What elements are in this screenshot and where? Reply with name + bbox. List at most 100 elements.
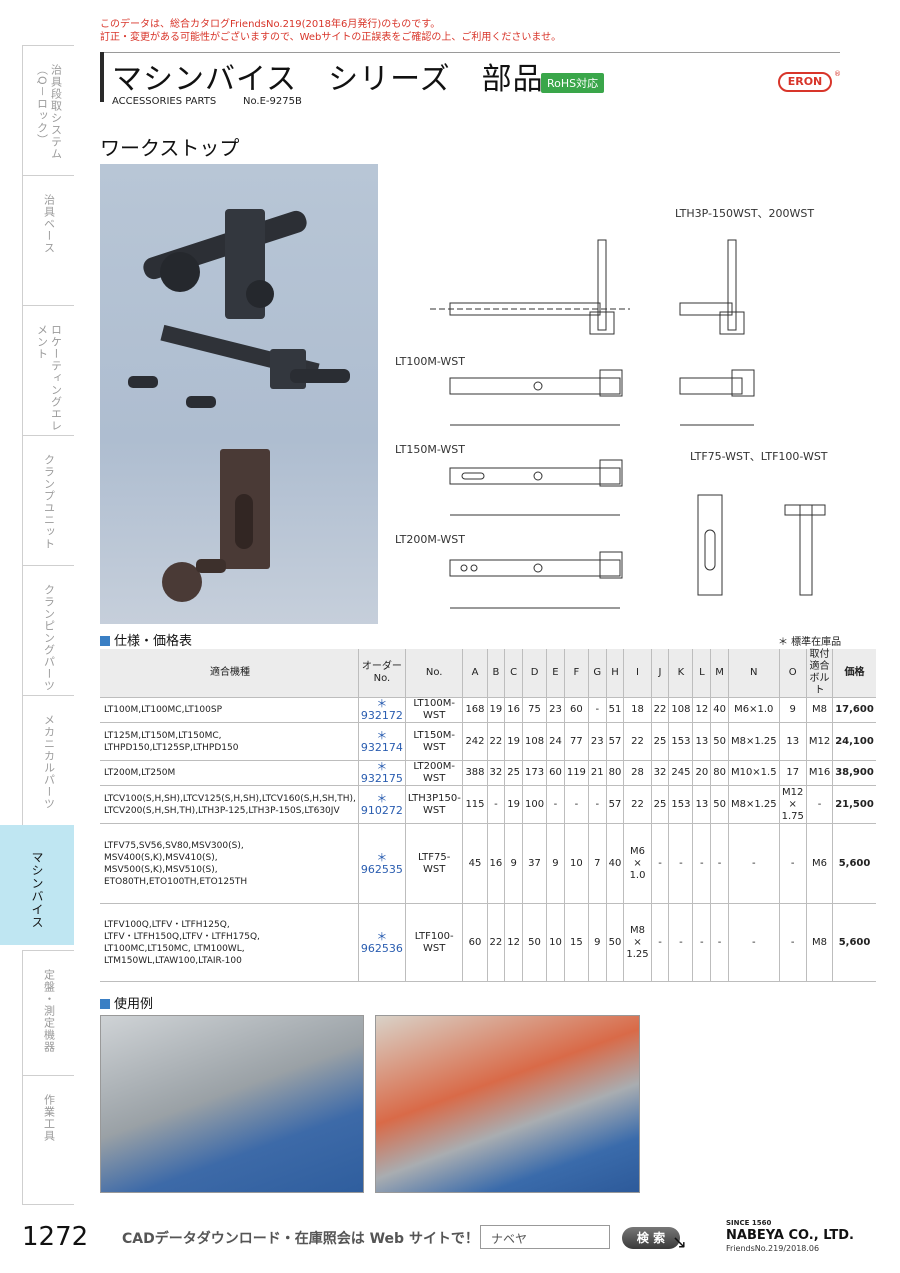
table-cell-no: LTF100-WST	[404, 903, 463, 982]
table-cell-machine: LT200M,LT250M	[100, 760, 359, 786]
sidebar-item-clamp-unit[interactable]: クランプユニット	[22, 435, 74, 565]
table-cell-m: 50	[710, 722, 729, 761]
table-cell-e: -	[546, 785, 565, 824]
table-cell-f: 15	[563, 903, 589, 982]
table-cell-order[interactable]: ＊932175	[357, 760, 406, 786]
table-cell-no: LTF75-WST	[404, 823, 463, 904]
sidebar-item-clamping-parts[interactable]: クランピングパーツ	[22, 565, 74, 695]
usage-photo-2	[375, 1015, 640, 1193]
table-cell-a: 45	[462, 823, 488, 904]
table-cell-order[interactable]: ＊962536	[357, 903, 406, 982]
table-cell-n: -	[727, 823, 780, 904]
spec-header-cell: I	[623, 649, 652, 698]
table-cell-no: LTH3P150-WST	[404, 785, 463, 824]
table-cell-d: 100	[521, 785, 547, 824]
notice-line-2: 訂正・変更がある可能性がございますので、Webサイトの正誤表をご確認の上、ご利用…	[100, 32, 562, 43]
table-cell-price: 38,900	[832, 760, 876, 786]
table-cell-j: 25	[650, 722, 669, 761]
search-button[interactable]: 検 索	[622, 1227, 680, 1249]
table-cell-g: 7	[587, 823, 607, 904]
spec-heading: 仕様・価格表	[100, 630, 192, 649]
table-cell-h: 57	[605, 785, 624, 824]
table-cell-n: M6×1.0	[727, 697, 780, 723]
table-row: LTFV75,SV56,SV80,MSV300(S), MSV400(S,K),…	[100, 823, 876, 904]
spec-header-cell: B	[486, 649, 505, 698]
table-cell-e: 23	[546, 697, 565, 723]
table-cell-b: 16	[486, 823, 505, 904]
table-cell-b: 19	[486, 697, 505, 723]
table-cell-o: M12 × 1.75	[778, 785, 807, 824]
table-cell-n: M10×1.5	[727, 760, 780, 786]
table-cell-order[interactable]: ＊910272	[357, 785, 406, 824]
table-cell-i: M8 × 1.25	[623, 903, 652, 982]
table-cell-bolt: M16	[805, 760, 833, 786]
table-cell-o: 9	[778, 697, 807, 723]
label-lt150m: LT150M-WST	[395, 443, 465, 456]
table-cell-price: 17,600	[832, 697, 876, 723]
table-cell-c: 9	[504, 823, 523, 904]
table-cell-i: 22	[623, 722, 652, 761]
table-cell-order[interactable]: ＊932174	[357, 722, 406, 761]
table-cell-order[interactable]: ＊962535	[357, 823, 406, 904]
catalog-number: No.E-9275B	[243, 96, 302, 107]
sidebar-item-q-lock[interactable]: 治具段取システム（Q－ロック）	[22, 45, 74, 175]
table-row: LTCV100(S,H,SH),LTCV125(S,H,SH),LTCV160(…	[100, 785, 876, 824]
spec-header-cell: M	[710, 649, 729, 698]
table-cell-a: 242	[462, 722, 488, 761]
sidebar-item-jig-base[interactable]: 治具ベース	[22, 175, 74, 305]
sidebar-item-mechanical-parts[interactable]: メカニカルパーツ	[22, 695, 74, 825]
eron-logo: ERON	[778, 72, 832, 92]
table-cell-g: -	[587, 697, 607, 723]
spec-header-cell: 適合機種	[100, 649, 359, 698]
registered-mark: ®	[834, 70, 841, 78]
table-cell-price: 5,600	[832, 823, 876, 904]
spec-header-cell: No.	[404, 649, 463, 698]
sidebar-item-machine-vise[interactable]: マシンバイス	[0, 825, 74, 945]
table-row: LTFV100Q,LTFV・LTFH125Q, LTFV・LTFH150Q,LT…	[100, 903, 876, 982]
notice-line-1: このデータは、総合カタログFriendsNo.219(2018年6月発行)のもの…	[100, 19, 441, 30]
search-input[interactable]: ナベヤ	[480, 1225, 610, 1249]
table-cell-e: 60	[546, 760, 565, 786]
spec-header-cell: N	[727, 649, 780, 698]
table-cell-m: -	[710, 823, 729, 904]
table-cell-b: -	[486, 785, 505, 824]
label-lt200m: LT200M-WST	[395, 533, 465, 546]
spec-header-cell: G	[587, 649, 607, 698]
table-cell-i: 22	[623, 785, 652, 824]
table-cell-machine: LTCV100(S,H,SH),LTCV125(S,H,SH),LTCV160(…	[100, 785, 359, 824]
table-cell-k: -	[668, 823, 693, 904]
sidebar-item-surface-plate[interactable]: 定盤・測定機器	[22, 950, 74, 1075]
table-cell-c: 25	[504, 760, 523, 786]
table-cell-machine: LTFV100Q,LTFV・LTFH125Q, LTFV・LTFH150Q,LT…	[100, 903, 359, 982]
table-cell-bolt: -	[805, 785, 833, 824]
table-cell-h: 40	[605, 823, 624, 904]
table-cell-bolt: M12	[805, 722, 833, 761]
spec-header-cell: J	[650, 649, 669, 698]
table-cell-bolt: M8	[805, 903, 833, 982]
table-cell-a: 168	[462, 697, 488, 723]
header-accent-bar	[100, 52, 104, 102]
table-cell-h: 51	[605, 697, 624, 723]
table-cell-o: 17	[778, 760, 807, 786]
table-cell-f: 119	[563, 760, 589, 786]
usage-heading: 使用例	[100, 993, 153, 1012]
table-cell-a: 115	[462, 785, 488, 824]
sidebar-item-hand-tools[interactable]: 作業工具	[22, 1075, 74, 1205]
table-cell-c: 12	[504, 903, 523, 982]
table-cell-c: 16	[504, 697, 523, 723]
table-cell-d: 75	[521, 697, 547, 723]
table-cell-f: 77	[563, 722, 589, 761]
table-cell-h: 57	[605, 722, 624, 761]
label-ltf: LTF75-WST、LTF100-WST	[690, 450, 828, 463]
table-cell-no: LT150M-WST	[404, 722, 463, 761]
table-cell-machine: LT100M,LT100MC,LT100SP	[100, 697, 359, 723]
table-cell-e: 10	[546, 903, 565, 982]
table-cell-k: 108	[668, 697, 693, 723]
table-cell-d: 173	[521, 760, 547, 786]
sidebar-item-locating-element[interactable]: ロケーティングエレメント	[22, 305, 74, 435]
table-cell-order[interactable]: ＊932172	[357, 697, 406, 723]
label-lt100m: LT100M-WST	[395, 355, 465, 368]
